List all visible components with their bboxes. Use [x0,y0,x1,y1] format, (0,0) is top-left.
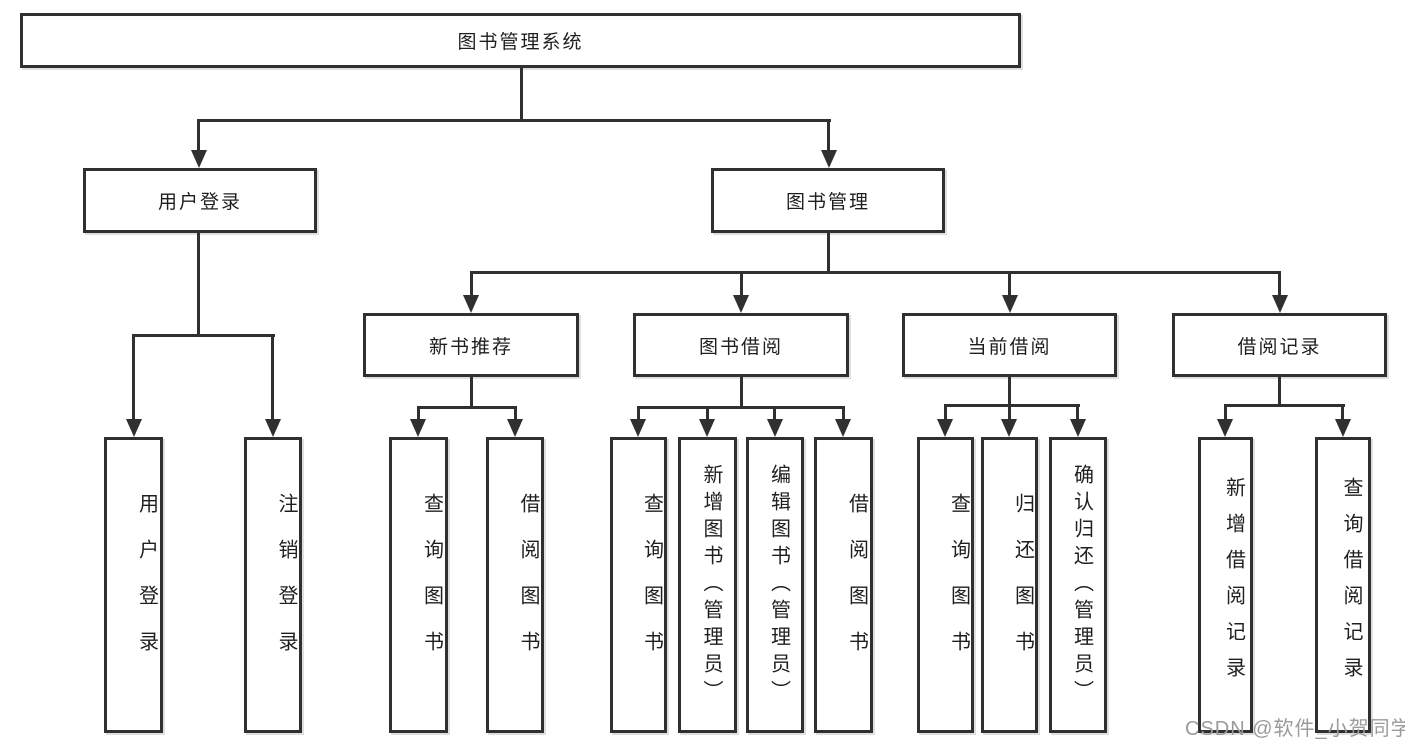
arrowhead-down-icon [126,419,142,437]
node-root-label: 图书管理系统 [457,32,584,53]
connector-line [827,119,830,152]
connector-line [773,406,776,421]
node-leaf-add-books-admin: 新增图书（管理员） [678,437,737,733]
connector-line [740,271,743,298]
arrowhead-down-icon [1217,419,1233,437]
node-leaf-add-books-admin-label: 新增图书（管理员） [700,463,722,707]
node-borrow-records-label: 借阅记录 [1237,336,1322,358]
connector-line [197,119,200,152]
node-leaf-query-books-current: 查询图书 [917,437,974,733]
connector-line [637,406,640,421]
connector-line [1278,271,1281,298]
node-leaf-borrow-books-recommend: 借阅图书 [486,437,544,733]
node-book-borrow-label: 图书借阅 [698,336,783,358]
arrowhead-down-icon [821,150,837,168]
node-new-book-recommend: 新书推荐 [363,313,579,377]
connector-line [132,334,135,421]
node-leaf-query-books-current-label: 查询图书 [947,493,970,677]
node-leaf-borrow-books-recommend-label: 借阅图书 [517,493,539,677]
node-leaf-return-books: 归还图书 [981,437,1038,733]
node-leaf-query-books-borrow: 查询图书 [610,437,667,733]
node-current-borrow: 当前借阅 [902,313,1117,377]
arrowhead-down-icon [191,150,207,168]
node-leaf-query-borrow-record-label: 查询借阅记录 [1340,477,1362,693]
node-leaf-add-borrow-record: 新增借阅记录 [1198,437,1253,733]
node-book-borrow: 图书借阅 [633,313,849,377]
connector-line [1224,404,1345,407]
node-user-login-label: 用户登录 [157,192,242,213]
node-leaf-edit-books-admin-label: 编辑图书（管理员） [767,463,790,707]
arrowhead-down-icon [265,419,281,437]
node-borrow-records: 借阅记录 [1172,313,1387,377]
connector-line [1008,404,1011,421]
connector-line [637,406,845,409]
connector-line [470,271,1281,274]
node-leaf-add-borrow-record-label: 新增借阅记录 [1222,477,1245,693]
node-user-login: 用户登录 [83,168,317,233]
node-leaf-user-login-label: 用户登录 [135,493,158,677]
node-book-management: 图书管理 [711,168,945,233]
connector-line [827,233,830,274]
connector-line [197,119,831,122]
arrowhead-down-icon [835,419,851,437]
arrowhead-down-icon [699,419,715,437]
node-leaf-query-books-borrow-label: 查询图书 [640,493,663,677]
arrowhead-down-icon [1002,295,1018,313]
node-leaf-borrow-books-label: 借阅图书 [845,493,868,677]
node-leaf-edit-books-admin: 编辑图书（管理员） [746,437,804,733]
node-root-library-system: 图书管理系统 [20,13,1021,68]
connector-line [1008,377,1011,407]
arrowhead-down-icon [1335,419,1351,437]
node-current-borrow-label: 当前借阅 [967,336,1052,358]
connector-line [417,406,420,421]
node-book-management-label: 图书管理 [785,192,870,213]
arrowhead-down-icon [630,419,646,437]
node-leaf-logout: 注销登录 [244,437,302,733]
connector-line [1076,404,1079,421]
node-leaf-return-books-label: 归还图书 [1011,493,1034,677]
arrowhead-down-icon [1070,419,1086,437]
connector-line [132,334,275,337]
node-leaf-query-borrow-record: 查询借阅记录 [1315,437,1371,733]
arrowhead-down-icon [937,419,953,437]
connector-line [271,334,274,421]
node-leaf-logout-label: 注销登录 [275,493,297,677]
arrowhead-down-icon [733,295,749,313]
connector-line [520,68,523,122]
connector-line [706,406,709,421]
connector-line [1224,404,1227,421]
connector-line [1341,404,1344,421]
arrowhead-down-icon [410,419,426,437]
connector-line [1008,271,1011,298]
connector-line [740,377,743,409]
arrowhead-down-icon [1001,419,1017,437]
connector-line [1278,377,1281,407]
arrowhead-down-icon [767,419,783,437]
node-leaf-query-books-recommend: 查询图书 [389,437,448,733]
node-leaf-query-books-recommend-label: 查询图书 [420,493,443,677]
arrowhead-down-icon [507,419,523,437]
connector-line [470,377,473,409]
arrowhead-down-icon [463,295,479,313]
connector-line [944,404,1080,407]
connector-line [842,406,845,421]
node-leaf-confirm-return-admin: 确认归还（管理员） [1049,437,1107,733]
node-new-book-recommend-label: 新书推荐 [428,336,513,358]
arrowhead-down-icon [1272,295,1288,313]
node-leaf-user-login: 用户登录 [104,437,163,733]
connector-line [417,406,517,409]
csdn-watermark: CSDN @软件_小贺同学 [1185,718,1405,740]
connector-line [470,271,473,298]
node-leaf-confirm-return-admin-label: 确认归还（管理员） [1070,463,1093,707]
connector-line [944,404,947,421]
connector-line [514,406,517,421]
connector-line [197,233,200,337]
node-leaf-borrow-books: 借阅图书 [814,437,873,733]
